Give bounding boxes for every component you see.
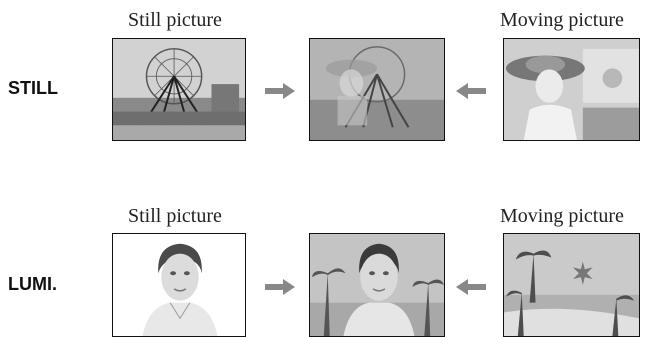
arrow-right-icon-2 <box>265 279 295 295</box>
result-image-superimposed-2 <box>309 233 445 337</box>
result-image-superimposed-1 <box>309 38 445 141</box>
still-picture-caption-2: Still picture <box>128 205 222 227</box>
still-picture-image-portrait <box>112 233 246 337</box>
mode-label-still: STILL <box>8 78 58 98</box>
mode-label-lumi: LUMI. <box>8 274 57 294</box>
moving-picture-caption-1: Moving picture <box>500 9 624 31</box>
moving-picture-image-palm-beach <box>503 233 640 337</box>
arrow-right-icon-1 <box>265 83 295 99</box>
arrow-left-icon-2 <box>456 279 486 295</box>
moving-picture-caption-2: Moving picture <box>500 205 624 227</box>
moving-picture-image-girl-with-hat <box>503 38 640 141</box>
still-picture-caption-1: Still picture <box>128 9 222 31</box>
arrow-left-icon-1 <box>456 83 486 99</box>
still-picture-image-ferris-wheel <box>112 38 246 141</box>
